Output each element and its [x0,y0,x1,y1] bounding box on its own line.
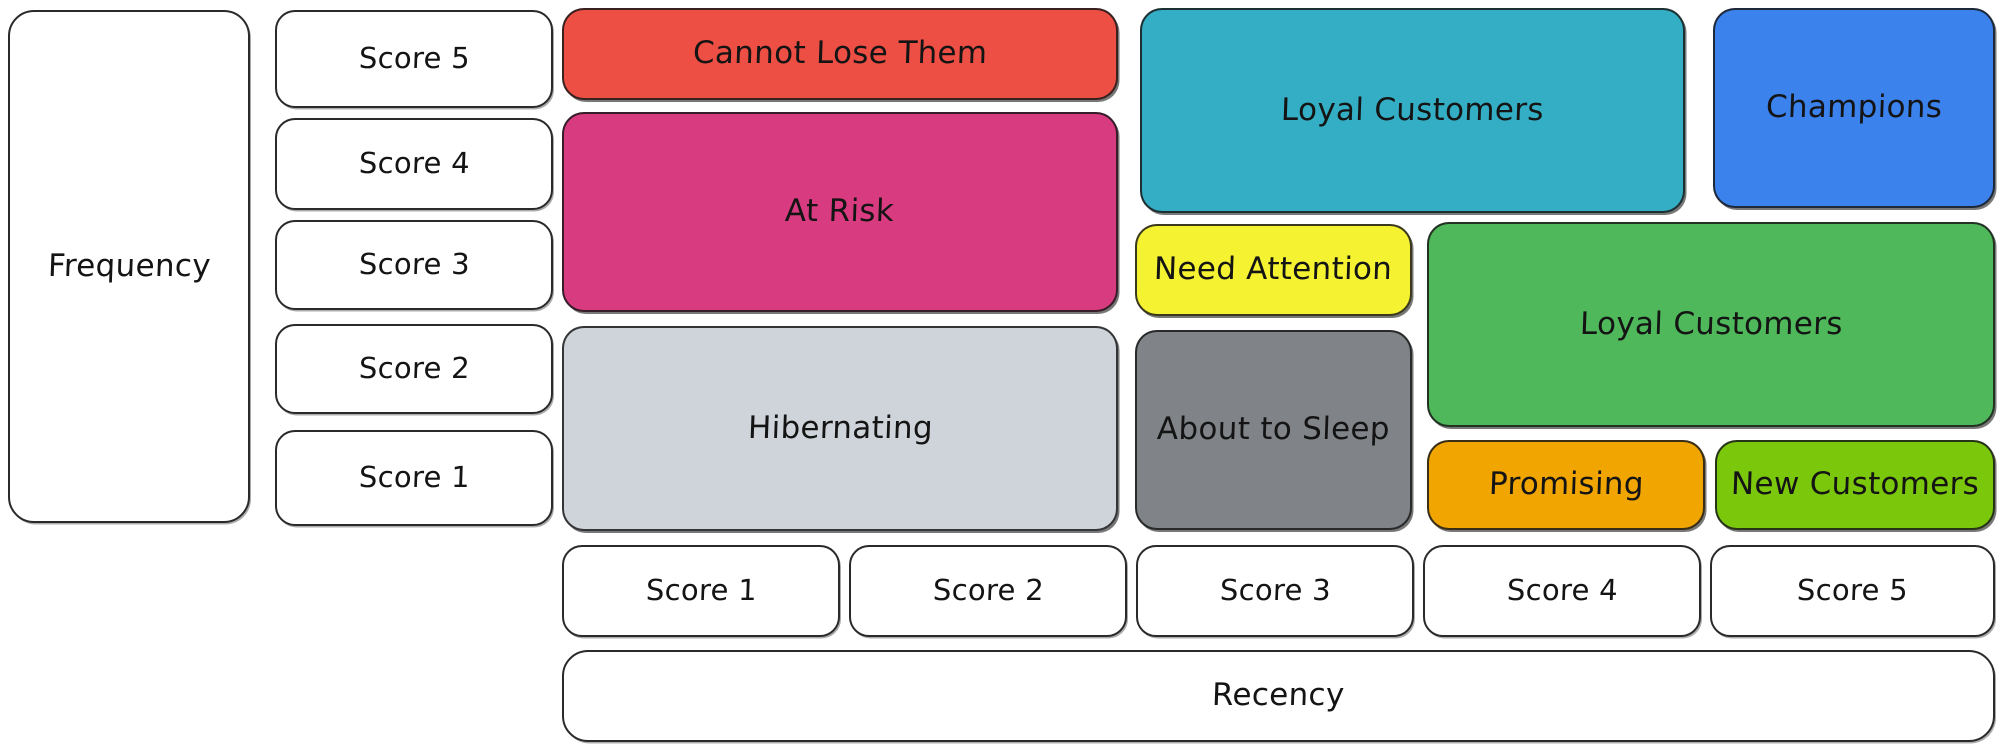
frequency-score-4-label: Score 4 [357,146,471,181]
segment-promising-label: Promising [1488,466,1645,503]
frequency-score-3-chip[interactable]: Score 3 [275,220,553,310]
segment-cannot-lose-them-label: Cannot Lose Them [692,35,988,72]
frequency-score-5-label: Score 5 [357,41,471,76]
frequency-score-2-label: Score 2 [357,351,471,386]
frequency-score-5-chip[interactable]: Score 5 [275,10,553,108]
recency-score-4-label: Score 4 [1505,573,1619,608]
segment-loyal-customers-teal[interactable]: Loyal Customers [1140,8,1685,213]
recency-score-2-chip[interactable]: Score 2 [849,545,1127,637]
segment-promising[interactable]: Promising [1427,440,1705,530]
segment-loyal-customers-green[interactable]: Loyal Customers [1427,222,1995,427]
segment-hibernating[interactable]: Hibernating [562,326,1118,531]
frequency-score-4-chip[interactable]: Score 4 [275,118,553,210]
recency-score-3-label: Score 3 [1218,573,1332,608]
segment-need-attention[interactable]: Need Attention [1135,224,1412,316]
x-axis-label: Recency [1211,677,1346,714]
segment-new-customers-label: New Customers [1730,466,1980,503]
segment-about-to-sleep[interactable]: About to Sleep [1135,330,1412,530]
y-axis-frequency-box[interactable]: Frequency [8,10,250,523]
segment-loyal-customers-green-label: Loyal Customers [1579,305,1844,342]
recency-score-3-chip[interactable]: Score 3 [1136,545,1414,637]
frequency-score-3-label: Score 3 [357,247,471,282]
frequency-score-2-chip[interactable]: Score 2 [275,324,553,414]
recency-score-2-label: Score 2 [931,573,1045,608]
frequency-score-1-label: Score 1 [357,460,471,495]
segment-need-attention-label: Need Attention [1153,251,1394,288]
recency-score-5-chip[interactable]: Score 5 [1710,545,1995,637]
segment-at-risk[interactable]: At Risk [562,112,1118,312]
segment-hibernating-label: Hibernating [746,409,934,446]
recency-score-4-chip[interactable]: Score 4 [1423,545,1701,637]
segment-cannot-lose-them[interactable]: Cannot Lose Them [562,8,1118,100]
segment-champions-label: Champions [1765,89,1943,126]
segment-new-customers[interactable]: New Customers [1715,440,1995,530]
y-axis-label: Frequency [46,247,212,284]
segment-about-to-sleep-label: About to Sleep [1156,411,1391,448]
x-axis-recency-box[interactable]: Recency [562,650,1995,742]
recency-score-1-chip[interactable]: Score 1 [562,545,840,637]
frequency-score-1-chip[interactable]: Score 1 [275,430,553,526]
segment-champions[interactable]: Champions [1713,8,1995,208]
recency-score-5-label: Score 5 [1796,573,1909,608]
recency-score-1-label: Score 1 [644,573,758,608]
segment-at-risk-label: At Risk [784,193,896,230]
segment-loyal-customers-teal-label: Loyal Customers [1280,91,1545,128]
